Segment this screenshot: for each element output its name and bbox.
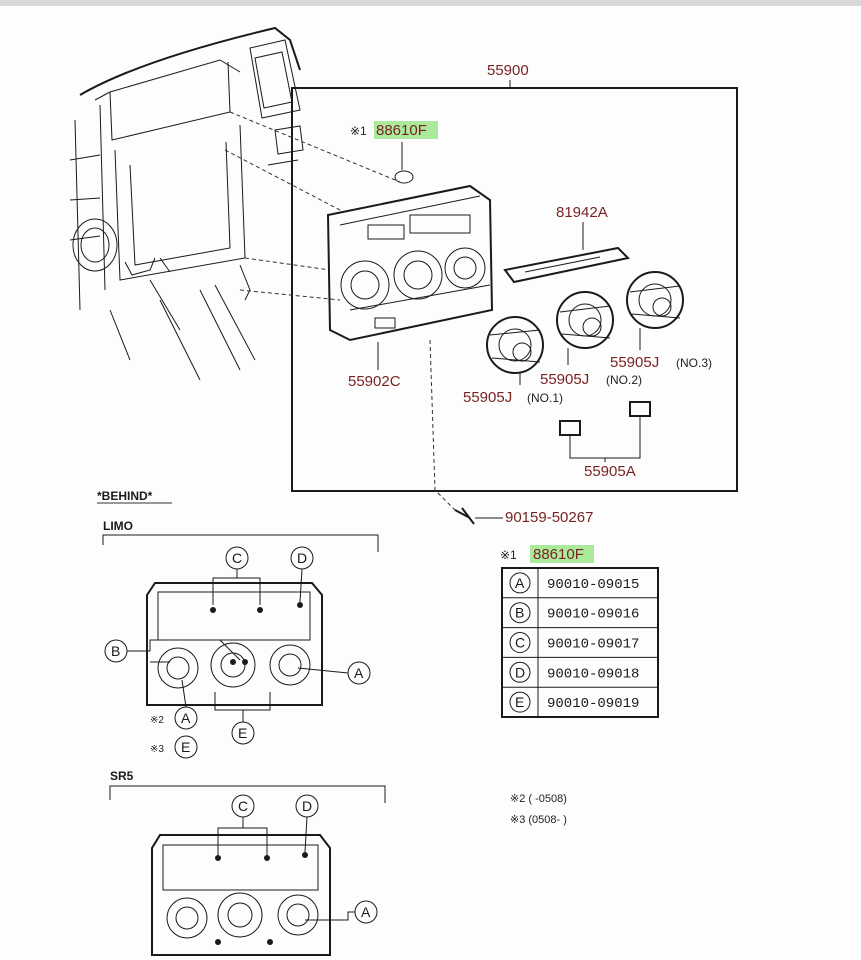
legend-part-number: 90010-09015 — [547, 577, 639, 593]
knob-no3 — [626, 271, 684, 329]
legend-letter: E — [515, 694, 524, 710]
limo-note-mark-3: ※3 — [150, 744, 164, 755]
highlight-bulb — [374, 121, 438, 139]
legend-letter: D — [515, 664, 525, 680]
legend-part-number: 90010-09016 — [547, 607, 639, 623]
cover-part — [503, 246, 631, 284]
note-2: ※2 ( -0508) — [510, 793, 567, 805]
dashboard-sketch — [69, 26, 304, 381]
limo-callout-e-left-label: E — [181, 739, 190, 755]
tag-no3: (NO.3) — [676, 356, 712, 370]
label-55905A: 55905A — [584, 463, 636, 480]
label-81942A: 81942A — [556, 204, 608, 221]
top-border — [0, 0, 861, 6]
tag-no1: (NO.1) — [527, 391, 563, 405]
legend-letter-circle — [509, 691, 531, 713]
limo-callout-e-left — [174, 735, 198, 759]
tag-no2: (NO.2) — [606, 373, 642, 387]
legend-part: 88610F — [533, 546, 584, 563]
small-knob-2 — [629, 401, 651, 417]
knob-no1 — [486, 316, 544, 374]
limo-callout-b-label: B — [111, 643, 120, 659]
legend-part-number: 90010-09018 — [547, 666, 639, 682]
sr5-callout-a-label: A — [361, 904, 371, 920]
limo-note-mark-2: ※2 — [150, 715, 164, 726]
limo-callout-d-label: D — [297, 550, 307, 566]
legend-marker: ※1 — [500, 548, 517, 562]
label-55900: 55900 — [487, 62, 529, 79]
legend-letter: C — [515, 635, 525, 651]
behind-title: *BEHIND* — [97, 489, 153, 503]
legend-letter-circle — [509, 632, 531, 653]
label-55905J-2: 55905J — [540, 371, 589, 388]
assembly-box — [291, 87, 738, 492]
bulb-marker: ※1 — [350, 124, 367, 138]
legend-letter-circle — [509, 602, 531, 624]
screw-shape — [454, 507, 475, 525]
sr5-title: SR5 — [110, 769, 134, 783]
sr5-panel — [151, 834, 331, 956]
limo-callout-c-label: C — [232, 550, 242, 566]
label-55905J-1: 55905J — [463, 389, 512, 406]
sr5-callout-d-label: D — [302, 798, 312, 814]
legend-letter: B — [515, 605, 524, 621]
legend-part-number: 90010-09017 — [547, 637, 639, 653]
legend-letter-circle — [509, 572, 531, 594]
sr5-callout-c-label: C — [238, 798, 248, 814]
limo-panel — [146, 582, 323, 706]
legend-letter: A — [515, 575, 525, 591]
label-55902C: 55902C — [348, 373, 401, 390]
highlight-legend — [530, 545, 594, 563]
limo-callout-e-label: E — [238, 725, 247, 741]
label-88610F: 88610F — [376, 122, 427, 139]
limo-callout-a-right-label: A — [354, 665, 364, 681]
small-knob-1 — [559, 420, 581, 436]
knob-no2 — [556, 291, 614, 349]
legend-part-number: 90010-09019 — [547, 696, 639, 712]
limo-title: LIMO — [103, 519, 133, 533]
note-3: ※3 (0508- ) — [510, 814, 567, 826]
legend-letter-circle — [509, 661, 531, 683]
limo-callout-a-bottom-label: A — [181, 710, 191, 726]
bulb-shape — [394, 170, 414, 184]
label-55905J-3: 55905J — [610, 354, 659, 371]
control-panel — [326, 184, 494, 342]
label-90159-50267: 90159-50267 — [505, 509, 593, 526]
